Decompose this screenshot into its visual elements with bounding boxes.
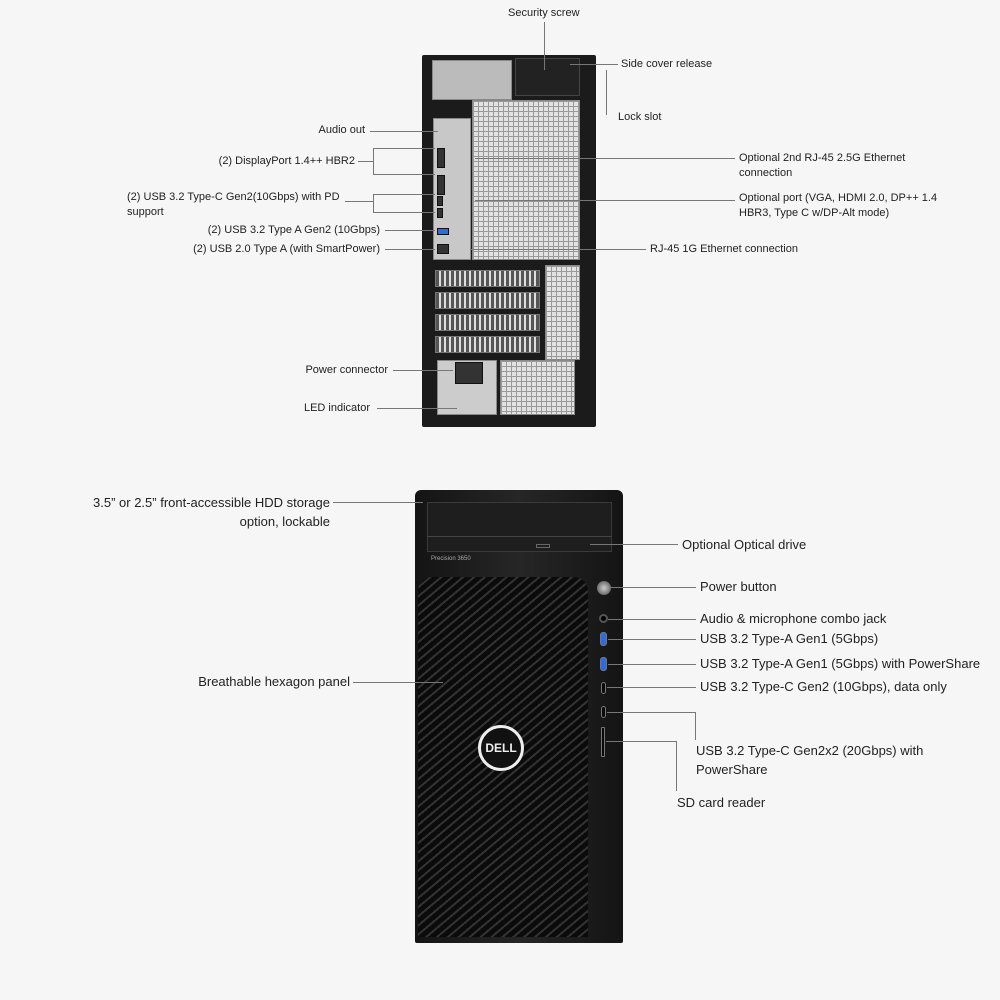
security-screw-area bbox=[515, 58, 580, 96]
leader-line bbox=[608, 619, 696, 620]
label-side-cover-release: Side cover release bbox=[621, 58, 713, 70]
label-rj45: RJ-45 1G Ethernet connection bbox=[650, 243, 798, 255]
rear-side-vent bbox=[545, 265, 580, 360]
leader-line bbox=[606, 70, 607, 115]
label-usb-a-gen2: (2) USB 3.2 Type A Gen2 (10Gbps) bbox=[207, 224, 380, 236]
leader-line bbox=[607, 687, 696, 688]
label-usb-c-gen2: USB 3.2 Type-C Gen2 (10Gbps), data only bbox=[700, 679, 947, 694]
leader-line bbox=[373, 212, 435, 213]
audio-jack bbox=[599, 614, 608, 623]
label-displayport: (2) DisplayPort 1.4++ HBR2 bbox=[218, 155, 355, 167]
label-usb-c-gen2x2: USB 3.2 Type-C Gen2x2 (20Gbps) with Powe… bbox=[696, 743, 924, 777]
label-audio-jack: Audio & microphone combo jack bbox=[700, 611, 887, 626]
power-connector bbox=[455, 362, 483, 384]
optical-drive-bay bbox=[427, 502, 612, 552]
label-led-indicator: LED indicator bbox=[303, 402, 370, 414]
label-sd-card-reader: SD card reader bbox=[677, 795, 766, 810]
optical-eject-button bbox=[536, 544, 550, 548]
expansion-slot bbox=[435, 314, 540, 331]
usb-c-port-2 bbox=[437, 208, 443, 218]
leader-line bbox=[475, 158, 735, 159]
leader-line bbox=[385, 249, 435, 250]
usb-a-gen2-ports bbox=[437, 228, 449, 235]
leader-line bbox=[373, 174, 435, 175]
leader-line bbox=[606, 741, 676, 742]
sd-card-slot bbox=[601, 727, 605, 757]
usb-a-port-1 bbox=[600, 632, 607, 646]
expansion-slot bbox=[435, 336, 540, 353]
leader-line bbox=[373, 194, 374, 212]
dell-logo: DELL bbox=[478, 725, 524, 771]
usb-c-port-1 bbox=[601, 682, 606, 694]
label-power-connector: Power connector bbox=[305, 364, 388, 376]
label-optional-port: Optional port (VGA, HDMI 2.0, DP++ 1.4 H… bbox=[739, 192, 938, 219]
leader-line bbox=[373, 148, 435, 149]
optical-drive bbox=[427, 536, 612, 552]
leader-line bbox=[590, 544, 678, 545]
power-button bbox=[597, 581, 611, 595]
usb-a-port-2 bbox=[600, 657, 607, 671]
displayport-1 bbox=[437, 148, 445, 168]
label-usb-a-gen1: USB 3.2 Type-A Gen1 (5Gbps) bbox=[700, 631, 879, 646]
leader-line bbox=[358, 161, 373, 162]
label-hdd-storage: 3.5” or 2.5” front-accessible HDD storag… bbox=[93, 495, 330, 529]
leader-line bbox=[377, 408, 457, 409]
label-lock-slot: Lock slot bbox=[618, 111, 662, 123]
leader-line bbox=[373, 148, 374, 174]
label-2nd-ethernet: Optional 2nd RJ-45 2.5G Ethernet connect… bbox=[739, 152, 906, 179]
leader-line bbox=[370, 131, 438, 132]
expansion-slot bbox=[435, 270, 540, 287]
rear-top-vent bbox=[432, 60, 512, 100]
psu-vent bbox=[500, 360, 575, 415]
leader-line bbox=[393, 370, 453, 371]
leader-line bbox=[385, 230, 435, 231]
leader-line bbox=[610, 587, 696, 588]
expansion-slot bbox=[435, 292, 540, 309]
leader-line bbox=[475, 200, 735, 201]
label-usb-a-gen1-powershare: USB 3.2 Type-A Gen1 (5Gbps) with PowerSh… bbox=[700, 656, 981, 671]
label-audio-out: Audio out bbox=[318, 124, 365, 136]
usb-c-port-2 bbox=[601, 706, 606, 718]
leader-line bbox=[570, 64, 618, 65]
leader-line bbox=[353, 682, 443, 683]
displayport-2 bbox=[437, 175, 445, 195]
leader-line bbox=[607, 712, 695, 713]
usb-c-port-1 bbox=[437, 196, 443, 206]
leader-line bbox=[676, 741, 677, 791]
leader-line bbox=[608, 639, 696, 640]
label-hexagon-panel: Breathable hexagon panel bbox=[198, 674, 350, 689]
rear-vent-grid bbox=[472, 100, 580, 260]
leader-line bbox=[695, 712, 696, 740]
leader-line bbox=[608, 664, 696, 665]
label-security-screw: Security screw bbox=[508, 7, 580, 19]
label-usb2: (2) USB 2.0 Type A (with SmartPower) bbox=[193, 243, 380, 255]
model-name: Precision 3650 bbox=[431, 556, 471, 562]
leader-line bbox=[470, 249, 646, 250]
label-power-button: Power button bbox=[700, 579, 777, 594]
label-usb-c: (2) USB 3.2 Type-C Gen2(10Gbps) with PD … bbox=[127, 191, 340, 218]
leader-line bbox=[345, 201, 373, 202]
leader-line bbox=[373, 194, 435, 195]
leader-line bbox=[544, 22, 545, 70]
usb2-ports bbox=[437, 244, 449, 254]
label-optical-drive: Optional Optical drive bbox=[682, 537, 807, 552]
leader-line bbox=[333, 502, 423, 503]
